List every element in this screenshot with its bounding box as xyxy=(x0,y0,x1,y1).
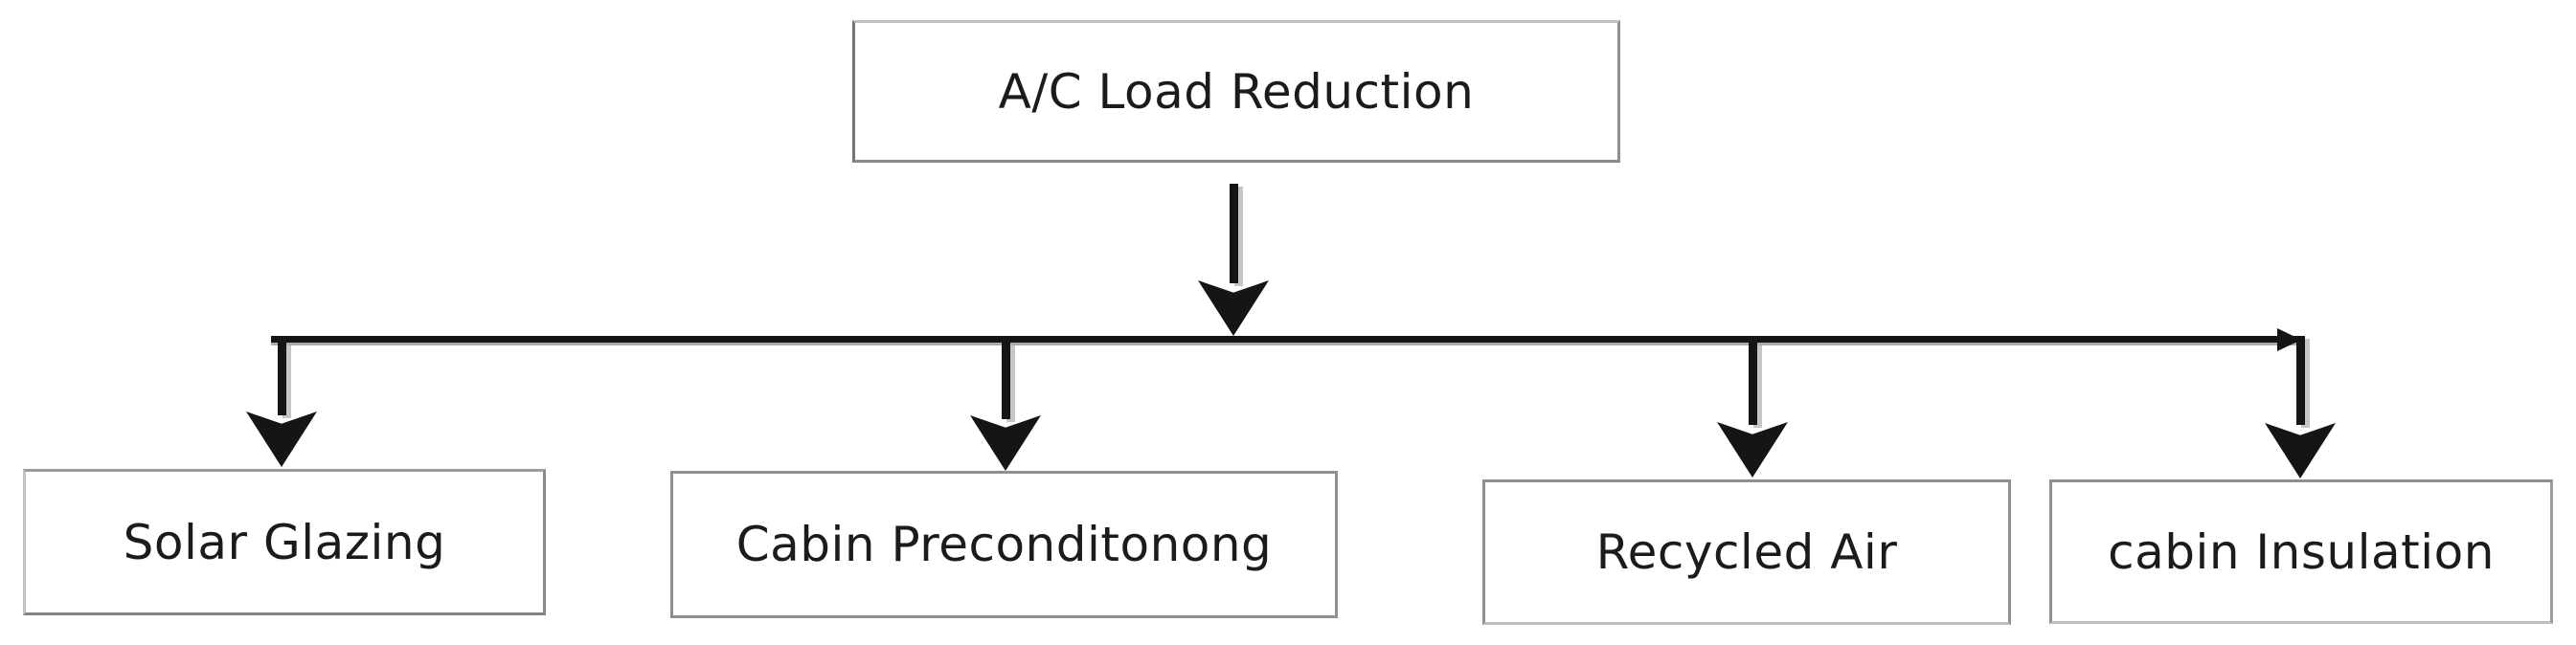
node-recycled-air: Recycled Air xyxy=(1482,479,2011,625)
node-label: Recycled Air xyxy=(1595,524,1898,580)
arrow-down-icon xyxy=(1717,422,1788,478)
connector-shaft-solar-glazing xyxy=(278,343,286,415)
connector-horizontal-line xyxy=(271,336,2300,345)
arrow-down-icon xyxy=(970,415,1041,471)
node-cabin-insulation: cabin Insulation xyxy=(2049,479,2553,624)
node-cabin-preconditioning: Cabin Preconditonong xyxy=(670,471,1338,618)
node-label: Solar Glazing xyxy=(123,514,446,570)
connector-shaft-recycled-air xyxy=(1749,343,1757,425)
arrow-down-icon xyxy=(2265,423,2336,478)
connector-shaft-cabin-preconditioning xyxy=(1002,343,1010,419)
node-ac-load-reduction: A/C Load Reduction xyxy=(852,20,1620,163)
connector-shaft-cabin-insulation xyxy=(2296,336,2305,425)
arrow-down-icon xyxy=(1198,280,1269,336)
connector-root-shaft xyxy=(1230,184,1238,283)
node-label: A/C Load Reduction xyxy=(998,63,1475,120)
node-solar-glazing: Solar Glazing xyxy=(23,469,546,615)
arrow-down-icon xyxy=(246,411,317,467)
node-label: Cabin Preconditonong xyxy=(735,517,1273,572)
node-label: cabin Insulation xyxy=(2108,523,2495,580)
